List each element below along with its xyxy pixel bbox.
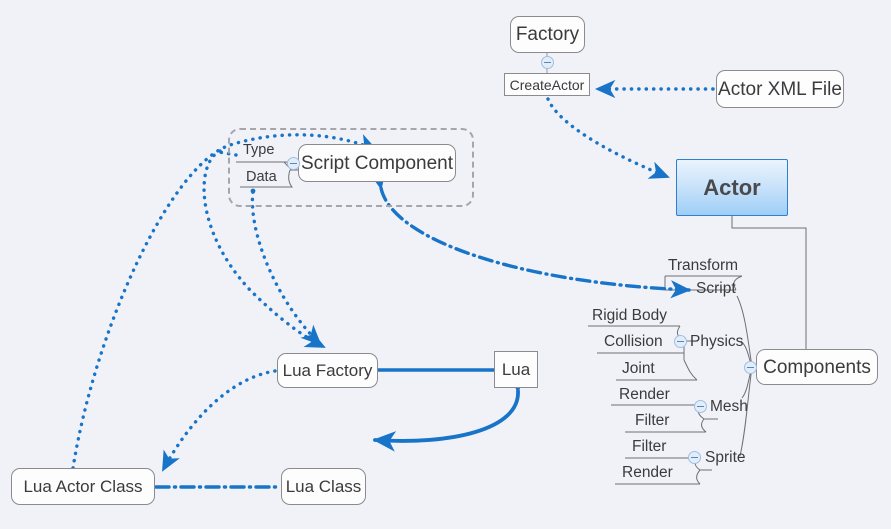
label-joint[interactable]: Joint (622, 360, 655, 377)
script-component-group (228, 128, 474, 207)
collapse-toggle-icon-script-component[interactable] (287, 157, 300, 170)
collapse-toggle-icon-factory[interactable] (541, 56, 554, 69)
node-actor-xml-file[interactable]: Actor XML File (716, 70, 844, 108)
edge-data-luafactory (250, 188, 322, 346)
edge-actor-components (731, 216, 807, 349)
node-actor[interactable]: Actor (676, 159, 788, 216)
edge-luaclass-lua (372, 369, 528, 452)
label-filter-mesh[interactable]: Filter (635, 412, 670, 429)
label-mesh[interactable]: Mesh (710, 398, 748, 415)
label-type[interactable]: Type (243, 142, 275, 158)
label-physics[interactable]: Physics (690, 333, 744, 350)
node-lua-factory[interactable]: Lua Factory (277, 353, 378, 388)
node-lua-class[interactable]: Lua Class (281, 468, 366, 505)
node-factory[interactable]: Factory (510, 16, 585, 53)
node-create-actor[interactable]: CreateActor (504, 73, 590, 96)
edge-createactor-actor (546, 97, 670, 179)
label-rigid-body[interactable]: Rigid Body (592, 307, 667, 324)
collapse-toggle-icon-sprite[interactable] (688, 451, 701, 464)
node-lua[interactable]: Lua (494, 351, 538, 388)
edge-luafactory-luaactorclass (161, 369, 277, 472)
node-script-component[interactable]: Script Component (298, 144, 456, 182)
edge-luaactorclass-scriptcomponent (71, 133, 378, 470)
label-filter-sprite[interactable]: Filter (632, 438, 667, 455)
label-transform[interactable]: Transform (668, 257, 739, 274)
label-render-mesh[interactable]: Render (619, 386, 670, 403)
edge-type-inbound (217, 150, 238, 157)
collapse-toggle-icon-mesh[interactable] (694, 400, 707, 413)
edge-scriptcomponent-script (368, 168, 692, 299)
edge-type-luafactory (202, 149, 326, 349)
label-data[interactable]: Data (246, 169, 277, 185)
label-sprite[interactable]: Sprite (705, 449, 746, 466)
node-lua-actor-class[interactable]: Lua Actor Class (11, 468, 155, 505)
label-collision[interactable]: Collision (604, 333, 663, 350)
collapse-toggle-icon-components[interactable] (744, 361, 757, 374)
label-script[interactable]: Script (696, 280, 736, 297)
node-components[interactable]: Components (756, 349, 878, 385)
collapse-toggle-icon-physics[interactable] (674, 335, 687, 348)
label-render-sprite[interactable]: Render (622, 464, 673, 481)
